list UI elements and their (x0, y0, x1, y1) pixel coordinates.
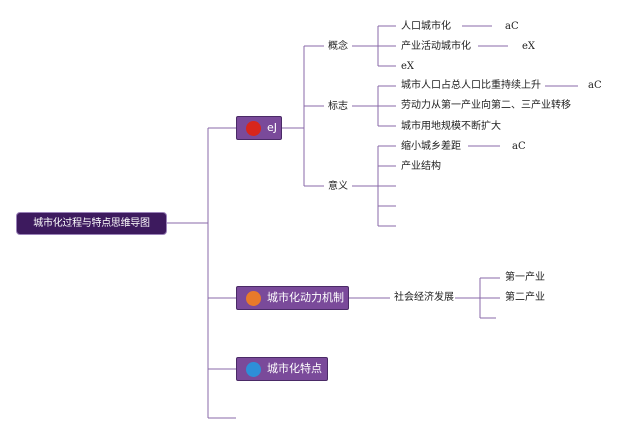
dynamics-item-2[interactable]: 第二产业 (505, 292, 545, 303)
concept-item-2[interactable]: 产业活动城市化 (401, 41, 471, 52)
branch-topic-1-label: eJ (267, 121, 278, 134)
topic-concept[interactable]: 概念 (328, 41, 348, 52)
blue-dot-icon (246, 362, 261, 377)
sign-item-1-note[interactable]: aC (588, 80, 602, 91)
concept-item-3[interactable]: eX (401, 61, 415, 72)
branch-topic-1[interactable]: eJ (236, 116, 282, 140)
topic-sign[interactable]: 标志 (328, 101, 348, 112)
dynamics-item-1[interactable]: 第一产业 (505, 272, 545, 283)
concept-item-2-note[interactable]: eX (522, 41, 536, 52)
concept-item-1-note[interactable]: aC (505, 21, 519, 32)
red-dot-icon (246, 121, 261, 136)
root-topic-label: 城市化过程与特点思维导图 (33, 218, 150, 229)
concept-item-1[interactable]: 人口城市化 (401, 21, 451, 32)
branch-topic-features[interactable]: 城市化特点 (236, 357, 328, 381)
branch-topic-features-label: 城市化特点 (267, 362, 322, 375)
branch-topic-dynamics[interactable]: 城市化动力机制 (236, 286, 349, 310)
meaning-item-1-note[interactable]: aC (512, 141, 526, 152)
orange-dot-icon (246, 291, 261, 306)
sign-item-1[interactable]: 城市人口占总人口比重持续上升 (401, 80, 541, 91)
root-topic[interactable]: 城市化过程与特点思维导图 (16, 212, 167, 235)
topic-social-economic[interactable]: 社会经济发展 (394, 292, 454, 303)
meaning-item-2[interactable]: 产业结构 (401, 161, 441, 172)
sign-item-2[interactable]: 劳动力从第一产业向第二、三产业转移 (401, 100, 571, 111)
meaning-item-1[interactable]: 缩小城乡差距 (401, 141, 461, 152)
branch-topic-dynamics-label: 城市化动力机制 (267, 291, 344, 304)
sign-item-3[interactable]: 城市用地规模不断扩大 (401, 121, 501, 132)
topic-meaning[interactable]: 意义 (328, 181, 348, 192)
